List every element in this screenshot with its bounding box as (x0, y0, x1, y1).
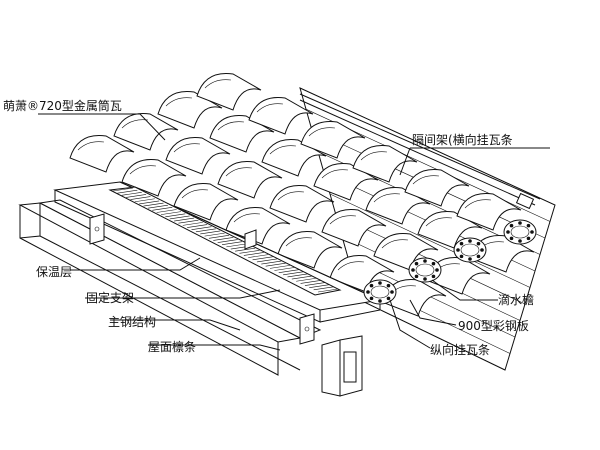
tube-tile (196, 72, 262, 111)
batten-clip (363, 279, 397, 305)
batten-clip (453, 237, 487, 263)
label-batten: 纵向挂瓦条 (430, 342, 490, 357)
tube-tile (365, 186, 431, 225)
label-spacer-batten: 隔间架(横向挂瓦条 (412, 132, 513, 147)
tube-tile (261, 138, 327, 177)
tube-tile (113, 112, 179, 151)
leader-lines (38, 113, 550, 351)
tube-tile (269, 184, 335, 223)
tube-tile (248, 96, 314, 135)
label-steel-panel: 900型彩钢板 (458, 319, 529, 333)
longitudinal-batten-clips (363, 219, 537, 305)
tube-tile (352, 144, 418, 183)
tube-tile (456, 192, 522, 231)
metal-tube-tiles (69, 72, 535, 317)
tube-tile (173, 182, 239, 221)
label-gutter: 滴水檐 (498, 292, 534, 307)
fixing-bracket (89, 213, 315, 345)
tube-tile (209, 114, 275, 153)
insulation-layer (108, 186, 342, 296)
tube-tile (121, 158, 187, 197)
tube-tile (417, 210, 483, 249)
tube-tile (225, 206, 291, 245)
batten-clip (408, 257, 442, 283)
tube-tile (300, 120, 366, 159)
tube-tile (277, 230, 343, 269)
tube-tile (165, 136, 231, 175)
tube-tile (321, 208, 387, 247)
batten-clip (503, 219, 537, 245)
label-metal-tube-tile: 萌萧®720型金属筒瓦 (3, 98, 122, 113)
tube-tile (157, 90, 223, 129)
label-fixing-bracket: 固定支架 (86, 290, 134, 305)
tube-tile (313, 162, 379, 201)
tube-tile (217, 160, 283, 199)
tube-tile (69, 134, 135, 173)
roof-purlin-column (321, 335, 363, 397)
label-roof-purlin: 屋面檩条 (148, 339, 196, 354)
tube-tile (404, 168, 470, 207)
spacer-batten (299, 93, 541, 210)
tube-tile (373, 232, 439, 271)
label-main-steel: 主钢结构 (108, 314, 156, 329)
label-insulation: 保温层 (36, 265, 72, 279)
